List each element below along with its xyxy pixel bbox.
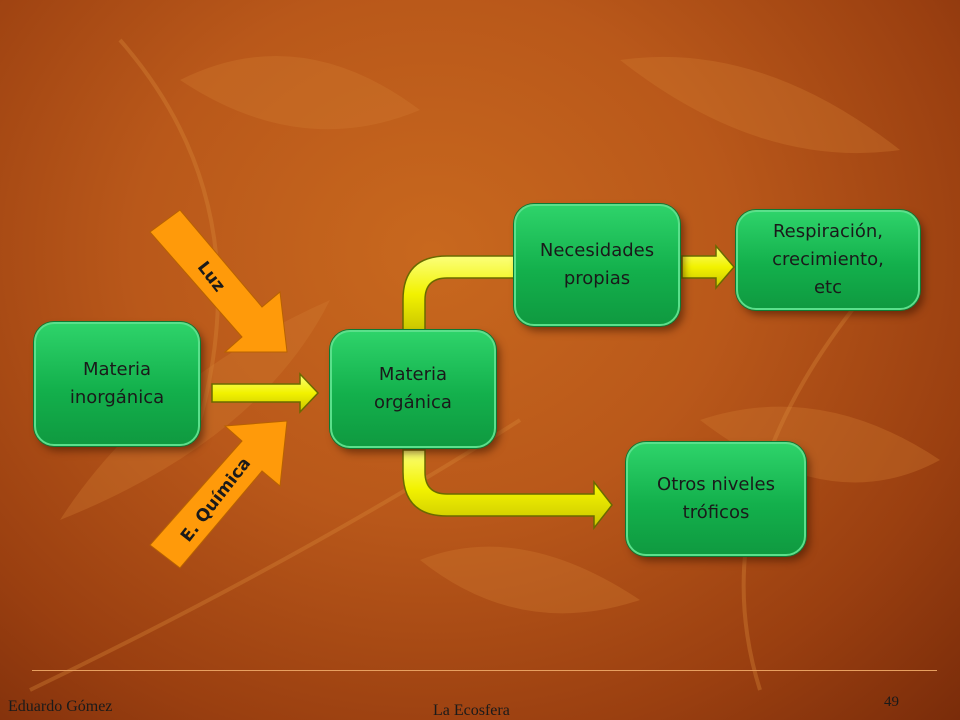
node-organic-matter: Materia orgánica xyxy=(330,330,496,448)
arrow-organic-to-trophic xyxy=(402,449,613,531)
node-own-needs: Necesidades propias xyxy=(514,204,680,326)
node-inorganic-matter: Materia inorgánica xyxy=(34,322,200,446)
arrow-inorganic-to-organic xyxy=(211,372,320,414)
arrow-own-needs-to-respiration xyxy=(681,243,735,291)
footer-author: Eduardo Gómez xyxy=(8,698,113,715)
light-energy-arrow xyxy=(149,209,288,353)
chemical-energy-label: E. Química xyxy=(177,454,255,546)
slide-number: 49 xyxy=(884,694,899,710)
arrow-organic-to-own-needs xyxy=(402,255,515,333)
node-other-trophic-levels: Otros niveles tróficos xyxy=(626,442,806,556)
node-respiration-growth: Respiración, crecimiento, etc xyxy=(736,210,920,310)
chemical-energy-arrow xyxy=(149,420,288,569)
footer-title: La Ecosfera xyxy=(433,702,510,719)
footer-divider xyxy=(32,670,937,671)
